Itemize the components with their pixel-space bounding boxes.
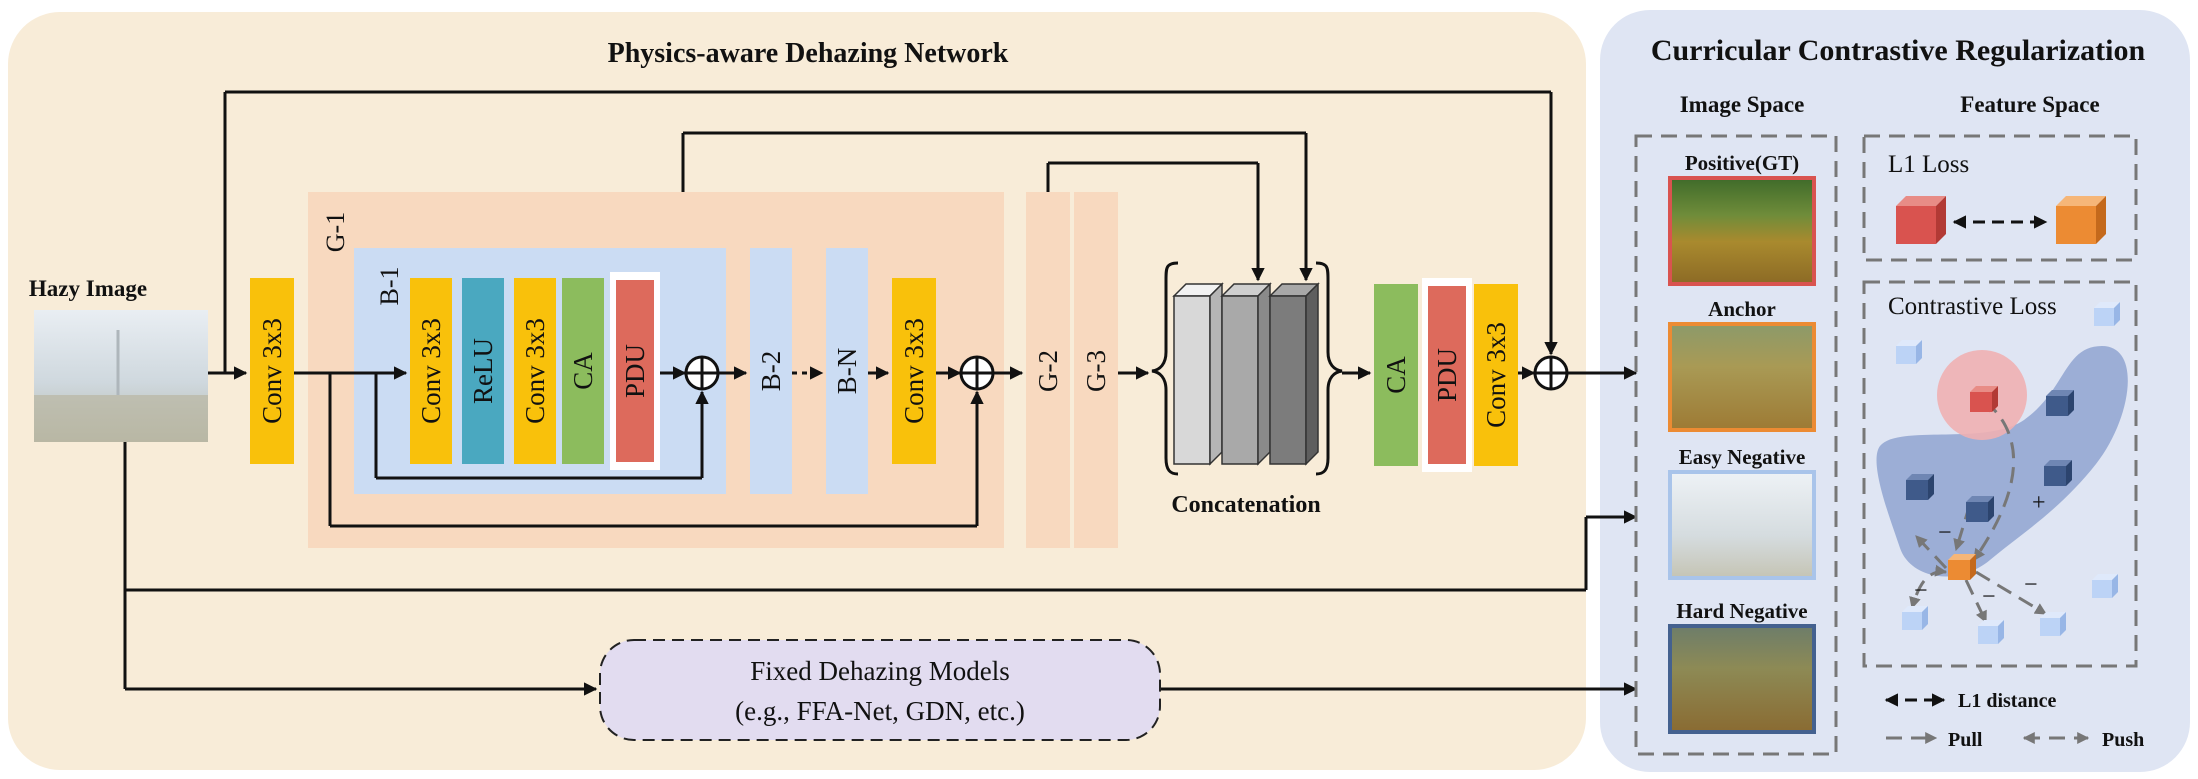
- contrastive-loss-label: Contrastive Loss: [1888, 293, 2057, 320]
- group-g3: G-3: [1074, 192, 1118, 548]
- legend-l1-distance: L1 distance: [1958, 690, 2056, 712]
- legend-push: Push: [2102, 729, 2144, 751]
- connection-lines: [123, 90, 1638, 696]
- anchor-image: [1668, 322, 1816, 432]
- fixed-models-examples: (e.g., FFA-Net, GDN, etc.): [735, 696, 1025, 726]
- legend: L1 distance Pull Push: [1884, 690, 2144, 751]
- hard-negative-label: Hard Negative: [1676, 599, 1807, 623]
- svg-text:PDU: PDU: [1432, 348, 1462, 402]
- svg-text:PDU: PDU: [620, 344, 650, 398]
- svg-text:CA: CA: [568, 352, 598, 390]
- pdu-block-tail: PDU: [1422, 278, 1472, 472]
- hazy-image-thumbnail: [34, 310, 208, 442]
- svg-text:Conv 3x3: Conv 3x3: [520, 318, 550, 424]
- push-minus-sign-1: −: [1938, 520, 1952, 546]
- positive-gt-label: Positive(GT): [1685, 151, 1799, 175]
- l1-red-cube: [1896, 196, 1946, 244]
- svg-text:ReLU: ReLU: [468, 338, 498, 404]
- svg-text:B-2: B-2: [756, 351, 786, 392]
- l1-loss-box: [1862, 134, 2138, 262]
- sum-node-output: [1533, 355, 1569, 391]
- ca-block-tail: CA: [1374, 284, 1418, 466]
- hard-negative-cubes: [1906, 390, 2074, 522]
- svg-text:G-3: G-3: [1081, 350, 1111, 392]
- contrastive-loss-box: [1862, 280, 2138, 668]
- l1-orange-cube: [2056, 196, 2106, 244]
- dehazing-network-title: Physics-aware Dehazing Network: [608, 38, 1009, 69]
- block-b2: B-2: [750, 248, 792, 494]
- svg-text:G-2: G-2: [1033, 350, 1063, 392]
- fixed-dehazing-models-box: Fixed Dehazing Models (e.g., FFA-Net, GD…: [599, 639, 1161, 741]
- legend-pull: Pull: [1948, 729, 1983, 751]
- image-space-box: [1634, 134, 1838, 756]
- relu-block: ReLU: [462, 278, 504, 464]
- easy-negative-image: [1668, 470, 1816, 580]
- svg-text:CA: CA: [1381, 356, 1411, 394]
- push-minus-sign-2: −: [1914, 578, 1928, 604]
- concatenation-label: Concatenation: [1171, 492, 1320, 518]
- block-bn: B-N: [826, 248, 868, 494]
- conv-block-g1-tail: Conv 3x3: [892, 278, 936, 464]
- svg-text:Conv 3x3: Conv 3x3: [416, 318, 446, 424]
- group-g2: G-2: [1026, 192, 1070, 548]
- svg-text:B-N: B-N: [832, 348, 862, 395]
- positive-feature-cube: [1970, 386, 1998, 412]
- fixed-models-title: Fixed Dehazing Models: [750, 656, 1009, 686]
- conv-block-input: Conv 3x3: [250, 278, 294, 464]
- feature-space-label: Feature Space: [1960, 92, 2099, 117]
- block-b1-label: B-1: [375, 267, 404, 306]
- contrastive-regularization-title: Curricular Contrastive Regularization: [1651, 34, 2146, 67]
- concatenation-block: [1151, 261, 1343, 476]
- sum-node-g1: [959, 355, 995, 391]
- pull-plus-sign: +: [2032, 490, 2046, 516]
- push-minus-sign-3: −: [1982, 584, 1996, 610]
- svg-text:Conv 3x3: Conv 3x3: [257, 318, 287, 424]
- anchor-feature-cube: [1948, 554, 1976, 580]
- conv-block-b1-first: Conv 3x3: [410, 278, 452, 464]
- image-space-label: Image Space: [1680, 92, 1805, 117]
- push-minus-sign-4: −: [2024, 572, 2038, 598]
- l1-loss-label: L1 Loss: [1888, 151, 1969, 178]
- positive-gt-image: [1668, 176, 1816, 286]
- pdu-block-b1: PDU: [610, 272, 660, 470]
- easy-negative-cubes: [1896, 302, 2120, 644]
- hazy-image-label: Hazy Image: [29, 276, 147, 301]
- conv-block-b1-second: Conv 3x3: [514, 278, 556, 464]
- group-g1-label: G-1: [321, 212, 350, 252]
- conv-block-tail: Conv 3x3: [1474, 284, 1518, 466]
- ca-block-b1: CA: [562, 278, 604, 464]
- anchor-label: Anchor: [1708, 297, 1776, 321]
- svg-text:Conv 3x3: Conv 3x3: [899, 318, 929, 424]
- hard-negative-image: [1668, 624, 1816, 734]
- easy-negative-label: Easy Negative: [1679, 445, 1806, 469]
- sum-node-b1: [684, 355, 720, 391]
- svg-text:Conv 3x3: Conv 3x3: [1481, 322, 1511, 428]
